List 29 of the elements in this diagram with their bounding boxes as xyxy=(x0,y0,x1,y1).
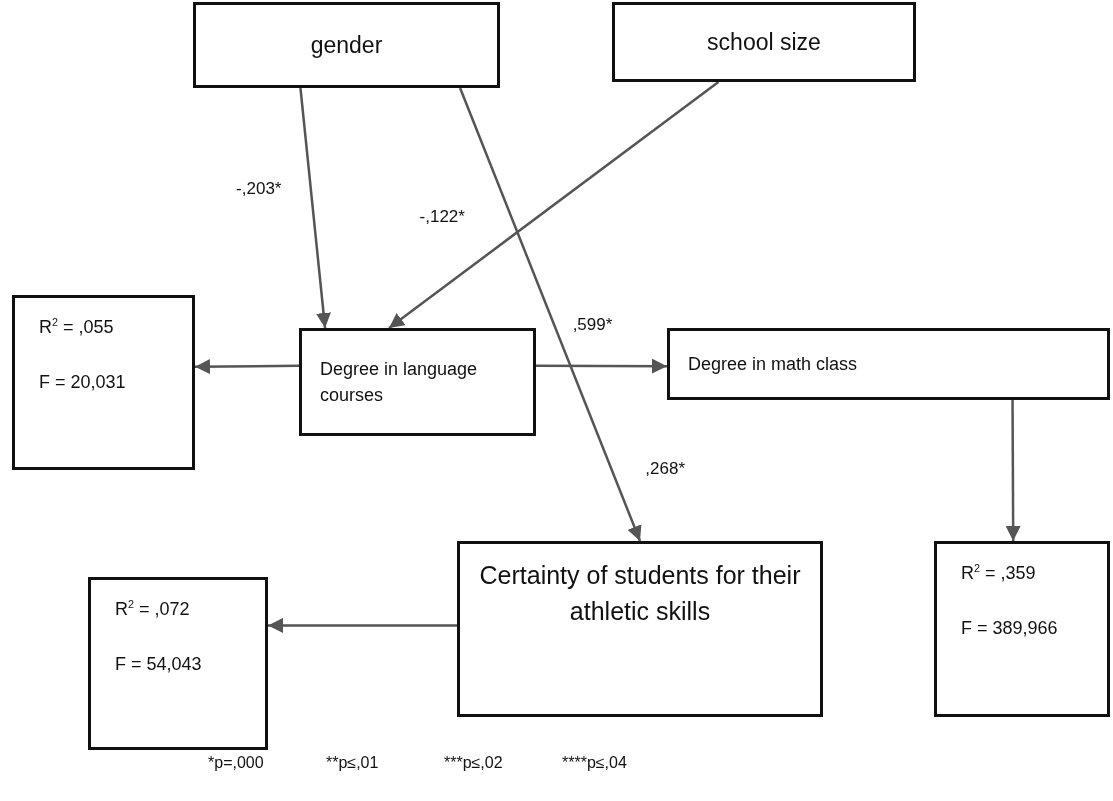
variable-box xyxy=(934,541,1110,717)
significance-note: ****p≤,04 xyxy=(562,754,627,772)
significance-note: ***p≤,02 xyxy=(444,754,503,772)
significance-note: **p≤,01 xyxy=(326,754,379,772)
arrow xyxy=(1005,400,1021,541)
statistic-text: R$^{2}$ = ,055 xyxy=(39,316,115,338)
variable-box xyxy=(612,2,916,82)
arrow xyxy=(536,358,667,374)
arrow xyxy=(458,87,642,542)
variable-box xyxy=(88,577,268,750)
statistic-text: F = 54,043 xyxy=(115,654,203,675)
variable-name: Degree in math class xyxy=(688,352,859,376)
statistic-text: R$^{2}$ = ,072 xyxy=(115,598,191,620)
statistic-text: F = 20,031 xyxy=(39,372,127,393)
arrow xyxy=(195,359,299,375)
variable-name: gender xyxy=(310,31,383,59)
variable-name: Certainty of students for their athletic skills xyxy=(478,560,802,627)
variable-name: school size xyxy=(707,28,821,56)
variable-name: Degree in language courses xyxy=(320,357,479,407)
variable-box xyxy=(667,328,1110,400)
statistic-text: R$^{2}$ = ,359 xyxy=(961,562,1037,584)
variable-box xyxy=(12,295,195,470)
statistic-text: F = 389,966 xyxy=(961,618,1059,639)
arrow xyxy=(388,81,720,329)
arrow xyxy=(299,87,331,329)
variable-box xyxy=(193,2,500,88)
variable-box xyxy=(457,541,823,717)
arrow xyxy=(268,617,457,633)
variable-box xyxy=(299,328,536,436)
